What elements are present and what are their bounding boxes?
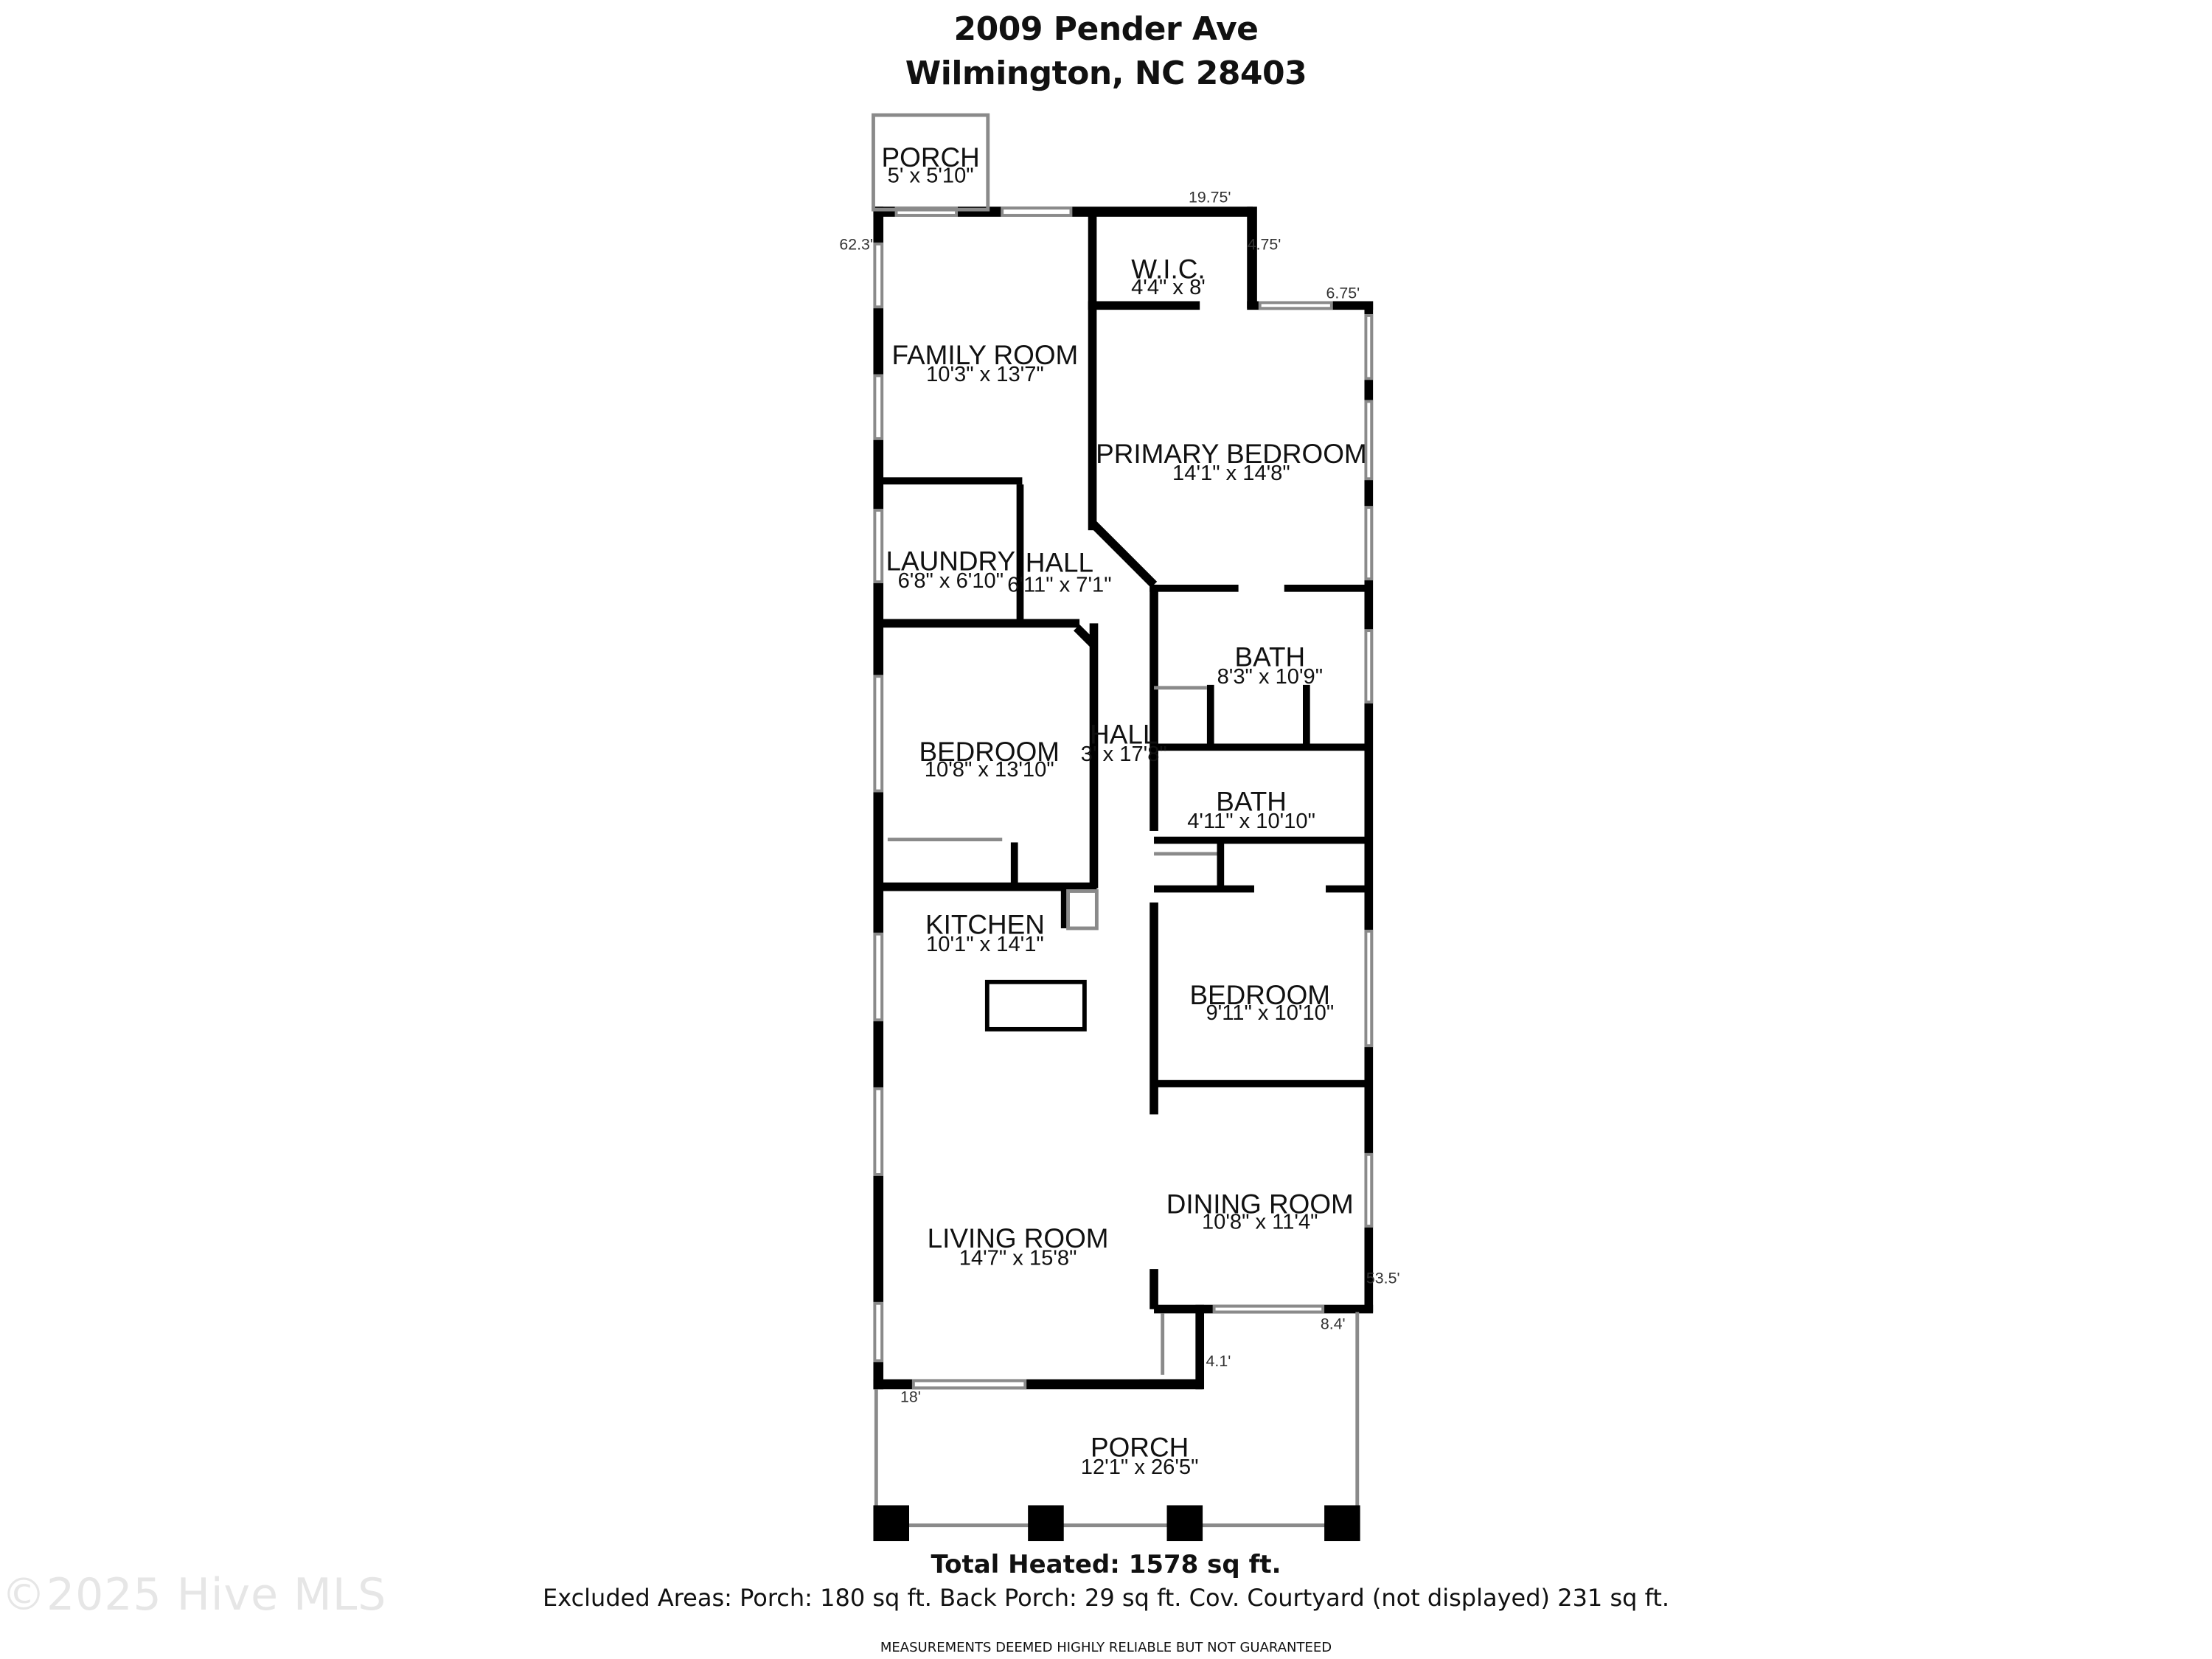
svg-text:10'3" x 13'7": 10'3" x 13'7" xyxy=(926,363,1044,386)
svg-text:62.3': 62.3' xyxy=(839,236,873,254)
room-hall-center: HALL 3' x 17'8" xyxy=(1081,719,1167,765)
porch-columns xyxy=(873,1505,1360,1542)
svg-text:53.5': 53.5' xyxy=(1366,1270,1400,1287)
svg-text:DINING ROOM: DINING ROOM xyxy=(1166,1189,1354,1219)
svg-text:PRIMARY BEDROOM: PRIMARY BEDROOM xyxy=(1096,439,1366,469)
svg-text:PORCH: PORCH xyxy=(1091,1432,1189,1462)
interior-walls xyxy=(879,215,1371,1388)
svg-text:8.4': 8.4' xyxy=(1321,1315,1346,1333)
thin-lines xyxy=(872,113,1360,1528)
svg-text:BEDROOM: BEDROOM xyxy=(1189,980,1330,1010)
svg-text:5' x 5'10": 5' x 5'10" xyxy=(888,164,974,187)
diagonal-wall xyxy=(1089,520,1158,588)
excluded-areas: Excluded Areas: Porch: 180 sq ft. Back P… xyxy=(542,1584,1670,1612)
svg-text:HALL: HALL xyxy=(1026,547,1093,577)
svg-text:LIVING ROOM: LIVING ROOM xyxy=(928,1223,1109,1253)
room-family-room: FAMILY ROOM 10'3" x 13'7" xyxy=(892,340,1079,386)
room-laundry: LAUNDRY 6'8" x 6'10" xyxy=(886,546,1016,593)
svg-text:BEDROOM: BEDROOM xyxy=(919,737,1060,767)
disclaimer: MEASUREMENTS DEEMED HIGHLY RELIABLE BUT … xyxy=(880,1640,1332,1655)
windows xyxy=(873,206,1374,1390)
svg-text:PORCH: PORCH xyxy=(882,142,980,173)
svg-text:6'8" x 6'10": 6'8" x 6'10" xyxy=(898,569,1004,593)
corner-wall xyxy=(1074,625,1097,648)
room-hall-upper: HALL 6'11" x 7'1" xyxy=(1007,547,1111,597)
svg-text:19.75': 19.75' xyxy=(1189,189,1231,206)
svg-text:6'11" x 7'1": 6'11" x 7'1" xyxy=(1007,574,1111,597)
svg-text:6.75': 6.75' xyxy=(1326,285,1360,302)
address-line-2: Wilmington, NC 28403 xyxy=(905,55,1307,92)
svg-text:9'11" x 10'10": 9'11" x 10'10" xyxy=(1206,1001,1334,1025)
svg-text:10'8" x 11'4": 10'8" x 11'4" xyxy=(1202,1211,1318,1234)
svg-text:W.I.C.: W.I.C. xyxy=(1131,254,1205,284)
address-line-1: 2009 Pender Ave xyxy=(953,10,1259,48)
svg-text:10'8" x 13'10": 10'8" x 13'10" xyxy=(925,758,1054,782)
svg-text:4.75': 4.75' xyxy=(1248,236,1281,254)
svg-text:14'7" x 15'8": 14'7" x 15'8" xyxy=(959,1246,1077,1270)
svg-text:4'4" x 8': 4'4" x 8' xyxy=(1131,276,1206,299)
svg-text:BATH: BATH xyxy=(1235,642,1306,672)
svg-text:HALL: HALL xyxy=(1090,719,1158,749)
svg-text:12'1" x 26'5": 12'1" x 26'5" xyxy=(1081,1455,1199,1479)
room-kitchen: KITCHEN 10'1" x 14'1" xyxy=(925,910,1045,956)
svg-text:14'1" x 14'8": 14'1" x 14'8" xyxy=(1172,462,1290,485)
svg-text:8'3" x 10'9": 8'3" x 10'9" xyxy=(1217,665,1323,689)
room-bedroom-east: BEDROOM 9'11" x 10'10" xyxy=(1189,980,1334,1025)
copyright-watermark: ©2025 Hive MLS xyxy=(1,1569,387,1621)
dimension-labels: 19.75' 4.75' 6.75' 62.3' 53.5' 8.4' 4.1'… xyxy=(839,189,1399,1406)
room-wic: W.I.C. 4'4" x 8' xyxy=(1131,254,1206,299)
total-heated: Total Heated: 1578 sq ft. xyxy=(931,1550,1281,1579)
svg-text:BATH: BATH xyxy=(1216,787,1287,817)
room-porch-back: PORCH 5' x 5'10" xyxy=(882,142,980,187)
svg-text:10'1" x 14'1": 10'1" x 14'1" xyxy=(926,933,1044,956)
room-primary-bedroom: PRIMARY BEDROOM 14'1" x 14'8" xyxy=(1096,439,1366,485)
room-bath-hall: BATH 4'11" x 10'10" xyxy=(1187,787,1315,833)
svg-text:4'11" x 10'10": 4'11" x 10'10" xyxy=(1187,810,1315,833)
svg-text:4.1': 4.1' xyxy=(1206,1352,1231,1370)
room-dining-room: DINING ROOM 10'8" x 11'4" xyxy=(1166,1189,1354,1234)
room-bedroom-west: BEDROOM 10'8" x 13'10" xyxy=(919,737,1060,782)
svg-text:KITCHEN: KITCHEN xyxy=(925,910,1045,940)
svg-text:LAUNDRY: LAUNDRY xyxy=(886,546,1016,577)
svg-text:3' x 17'8": 3' x 17'8" xyxy=(1081,742,1167,766)
svg-text:FAMILY ROOM: FAMILY ROOM xyxy=(892,340,1079,370)
room-bath-primary: BATH 8'3" x 10'9" xyxy=(1217,642,1323,689)
room-living-room: LIVING ROOM 14'7" x 15'8" xyxy=(928,1223,1109,1270)
svg-text:18': 18' xyxy=(900,1388,921,1406)
room-porch-front: PORCH 12'1" x 26'5" xyxy=(1081,1432,1199,1478)
